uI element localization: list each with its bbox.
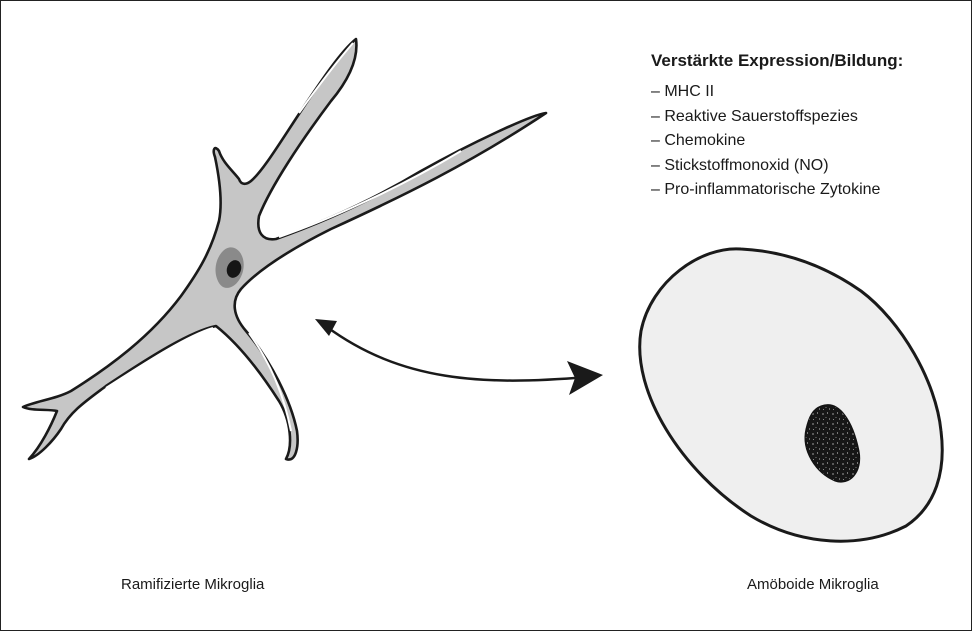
transition-arrow [315,319,603,395]
list-item: – Reaktive Sauerstoffspezies [651,105,903,130]
list-item: – Pro-inflammatorische Zytokine [651,178,903,203]
expression-heading: Verstärkte Expression/Bildung: [651,51,903,71]
amoeboid-microglia-cell [640,249,943,541]
ramified-label: Ramifizierte Mikroglia [121,576,264,593]
list-item: – MHC II [651,80,903,105]
ramified-microglia-cell [23,39,546,460]
expression-info: Verstärkte Expression/Bildung: – MHC II … [651,51,903,203]
amoeboid-cell-body [640,249,943,541]
ramified-cell-body [23,39,546,460]
arrowhead-left [315,319,337,336]
expression-list: – MHC II – Reaktive Sauerstoffspezies – … [651,80,903,203]
list-item: – Stickstoffmonoxid (NO) [651,154,903,179]
list-item: – Chemokine [651,129,903,154]
amoeboid-label: Amöboide Mikroglia [747,576,879,593]
